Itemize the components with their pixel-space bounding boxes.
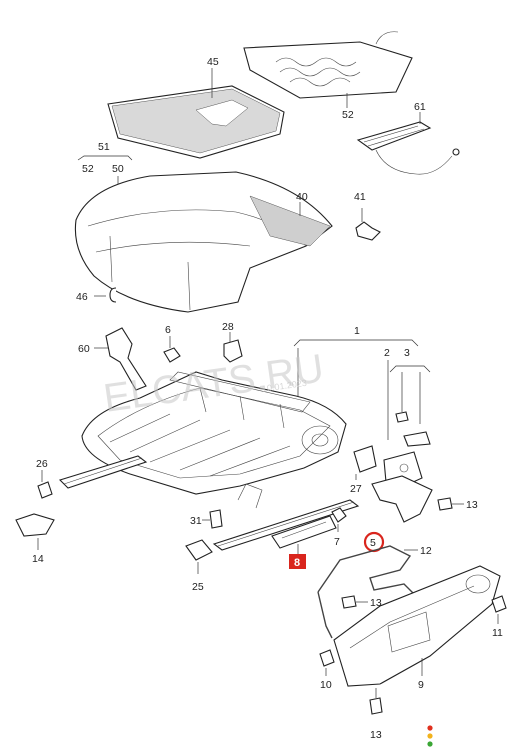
label-13-lower: 13: [370, 597, 382, 609]
part-14-trim-cover[interactable]: [15, 513, 55, 537]
part-2-recliner-plate[interactable]: [371, 451, 433, 523]
part-27-mount[interactable]: [353, 445, 377, 473]
red-dot: [427, 725, 433, 731]
part-26-cap[interactable]: [37, 481, 53, 499]
label-41: 41: [354, 191, 366, 203]
part-61-sensor-mat[interactable]: [356, 121, 460, 175]
part-10-clip[interactable]: [319, 649, 335, 667]
label-45: 45: [207, 56, 219, 68]
part-12-wire-spring[interactable]: [317, 545, 415, 639]
part-6-screw[interactable]: [163, 347, 181, 363]
traffic-light-indicator: [427, 725, 433, 747]
green-dot: [427, 741, 433, 747]
label-61: 61: [414, 101, 426, 113]
label-46: 46: [76, 291, 88, 303]
part-11-cap[interactable]: [491, 595, 507, 613]
part-13-bottom-screw[interactable]: [369, 697, 383, 715]
part-25-bracket[interactable]: [185, 539, 213, 561]
part-52-heating-element[interactable]: [243, 31, 413, 99]
label-27: 27: [350, 483, 362, 495]
part-7-clip[interactable]: [331, 507, 347, 523]
label-1: 1: [354, 325, 360, 337]
label-25: 25: [192, 581, 204, 593]
label-7: 7: [334, 536, 340, 548]
label-52-mid: 52: [82, 163, 94, 175]
part-1-seat-frame[interactable]: [81, 371, 347, 495]
part-50-seat-cushion[interactable]: [74, 171, 333, 313]
label-8-highlight[interactable]: 8: [289, 554, 306, 569]
part-13-lower-screw[interactable]: [341, 595, 357, 609]
label-5: 5: [370, 537, 376, 549]
label-60: 60: [78, 343, 90, 355]
label-52-top: 52: [342, 109, 354, 121]
label-31: 31: [190, 515, 202, 527]
label-26: 26: [36, 458, 48, 470]
part-31-bolt[interactable]: [209, 509, 223, 529]
yellow-dot: [427, 733, 433, 739]
part-9-side-trim[interactable]: [333, 565, 501, 687]
label-2: 2: [384, 347, 390, 359]
label-3: 3: [404, 347, 410, 359]
label-6: 6: [165, 324, 171, 336]
part-13-upper-screw[interactable]: [437, 497, 453, 511]
label-10: 10: [320, 679, 332, 691]
label-13-upper: 13: [466, 499, 478, 511]
label-11: 11: [492, 627, 503, 639]
part-45-heating-pad[interactable]: [107, 85, 285, 159]
part-46-hook[interactable]: [109, 287, 117, 303]
part-8-handle[interactable]: [271, 515, 337, 549]
label-40: 40: [296, 191, 308, 203]
part-60-belt-buckle[interactable]: [105, 327, 147, 391]
part-4-nut[interactable]: [395, 411, 409, 423]
label-9: 9: [418, 679, 424, 691]
part-seat-rails[interactable]: [58, 455, 360, 551]
label-14: 14: [32, 553, 44, 565]
part-41-clip[interactable]: [355, 221, 381, 241]
label-28: 28: [222, 321, 234, 333]
label-50: 50: [112, 163, 124, 175]
part-28-bracket[interactable]: [223, 339, 243, 363]
label-12: 12: [420, 545, 432, 557]
label-51: 51: [98, 141, 110, 153]
label-8: 8: [294, 557, 300, 569]
part-3-bolt[interactable]: [403, 431, 431, 447]
label-13-bottom: 13: [370, 729, 382, 741]
